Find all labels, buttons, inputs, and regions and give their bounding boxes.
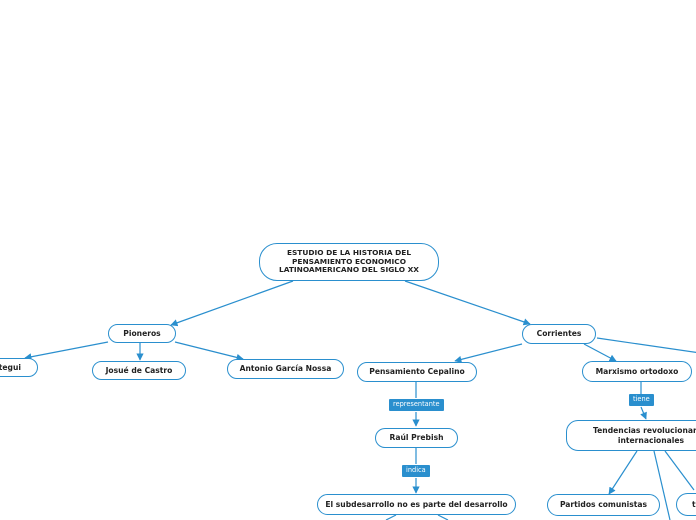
- edge-root-pioneros: [170, 280, 294, 327]
- node-corrientes[interactable]: Corrientes: [522, 324, 596, 344]
- node-marxismo-ortodoxo[interactable]: Marxismo ortodoxo: [582, 361, 692, 382]
- node-pensamiento-cepalino[interactable]: Pensamiento Cepalino: [357, 362, 477, 382]
- edge-pioneros-antonio: [174, 341, 244, 361]
- label-representante: representante: [389, 399, 444, 411]
- label-indica: indica: [402, 465, 430, 477]
- edge-corrientes-cepalino: [454, 343, 523, 363]
- label-tiene: tiene: [629, 394, 654, 406]
- edge-tendencias-down: [653, 450, 671, 520]
- node-josue-de-castro[interactable]: Josué de Castro: [92, 361, 186, 380]
- node-raul-prebish[interactable]: Raúl Prebish: [375, 428, 458, 448]
- node-tendencias-revolucionarias[interactable]: Tendencias revolucionarias internacional…: [566, 420, 696, 451]
- edge-subdesarrollo-left: [385, 514, 397, 520]
- edge-root-corrientes: [404, 280, 531, 326]
- edge-pioneros-mariategui: [24, 341, 109, 361]
- edge-tendencias-right: [664, 450, 695, 491]
- edge-tendencias-partidos: [608, 450, 638, 495]
- edge-corrientes-marxismo: [583, 343, 617, 362]
- edge-corrientes-offscreen: [596, 337, 696, 354]
- edge-tiene-tendencias: [640, 406, 647, 420]
- node-pioneros[interactable]: Pioneros: [108, 324, 176, 343]
- edge-subdesarrollo-right: [437, 514, 449, 520]
- node-partidos-comunistas[interactable]: Partidos comunistas: [547, 494, 660, 516]
- node-subdesarrollo[interactable]: El subdesarrollo no es parte del desarro…: [317, 494, 516, 515]
- node-mariategui[interactable]: Mariátegui: [0, 358, 38, 377]
- node-partial-right[interactable]: t: [676, 493, 696, 516]
- root-node[interactable]: ESTUDIO DE LA HISTORIA DEL PENSAMIENTO E…: [259, 243, 439, 281]
- node-antonio-garcia-nossa[interactable]: Antonio García Nossa: [227, 359, 344, 379]
